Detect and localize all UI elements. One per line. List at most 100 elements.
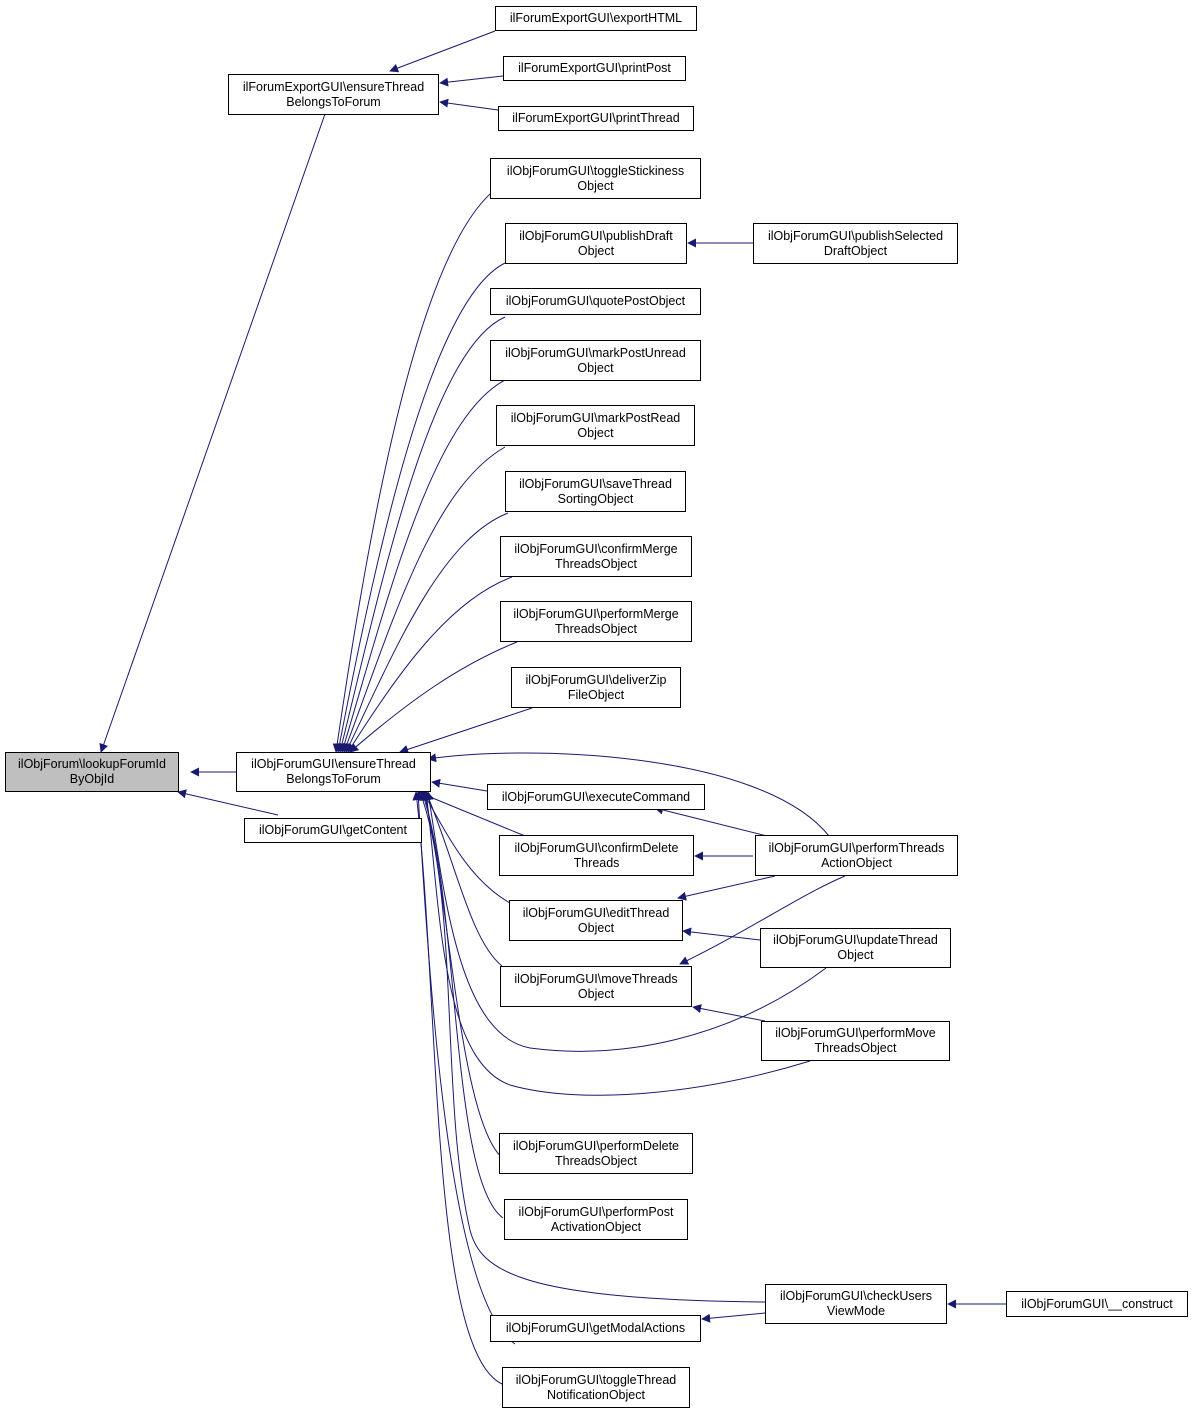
node-publishDraft-line-2: Object [577, 243, 615, 258]
node-construct-line-1: ilObjForumGUI\__construct [1021, 1296, 1173, 1311]
edge-performThreads-execCmd [654, 805, 768, 837]
node-editThread-line-2: Object [577, 920, 615, 935]
edge-performThreads-moveThreads [679, 875, 846, 965]
edge-markUnread-of_ensure [340, 379, 506, 753]
edge-confirmDelete-of_ensure [417, 790, 526, 837]
node-quotePost[interactable]: ilObjForumGUI\quotePostObject [490, 288, 701, 315]
node-markUnread-line-1: ilObjForumGUI\markPostUnread [505, 345, 686, 360]
node-execCmd[interactable]: ilObjForumGUI\executeCommand [487, 784, 705, 810]
edge-fe_html-fe_ensure [389, 30, 496, 73]
node-performPost-line-1: ilObjForumGUI\performPost [518, 1204, 674, 1219]
node-lookup-line-1: ilObjForum\lookupForumId [18, 757, 166, 771]
edge-execCmd-of_ensure [431, 778, 488, 792]
edge-fe_ensure-lookup [99, 113, 326, 753]
edge-fe_post-fe_ensure [439, 75, 504, 87]
node-execCmd-line-1: ilObjForumGUI\executeCommand [501, 789, 691, 804]
edge-performMerge-of_ensure [349, 641, 518, 753]
node-fe_thread[interactable]: ilForumExportGUI\printThread [498, 106, 694, 131]
node-moveThreads-line-1: ilObjForumGUI\moveThreads [514, 971, 678, 986]
node-performDelete-line-1: ilObjForumGUI\performDelete [512, 1138, 679, 1153]
node-performDelete-line-2: ThreadsObject [555, 1153, 637, 1168]
edge-getContent-lookup [177, 789, 279, 816]
node-performMerge-line-1: ilObjForumGUI\performMerge [513, 606, 679, 621]
node-lookup-line-2: ByObjId [69, 772, 115, 786]
node-fe_ensure-line-1: ilForumExportGUI\ensureThread [242, 79, 425, 94]
node-fe_post-line-1: ilForumExportGUI\printPost [518, 61, 671, 75]
node-of_ensure-line-2: BelongsToForum [286, 772, 381, 786]
node-performPost-line-2: ActivationObject [550, 1219, 642, 1234]
node-markRead-line-2: Object [577, 425, 614, 440]
edge-toggleNotif-of_ensure [412, 791, 503, 1385]
edge-updateThread-editThread [682, 927, 761, 941]
edge-updateThread-of_ensure [424, 791, 827, 1052]
edge-fe_thread-fe_ensure [439, 98, 499, 111]
node-fe_ensure-line-2: BelongsToForum [286, 94, 381, 109]
node-getContent[interactable]: ilObjForumGUI\getContent [244, 818, 422, 843]
edge-performMove-moveThreads [692, 1004, 766, 1022]
edge-checkUsers-modalActions [701, 1312, 766, 1323]
edge-publishDraft-of_ensure [335, 262, 506, 753]
node-publishDraft-line-1: ilObjForumGUI\publishDraft [519, 228, 673, 243]
node-toggleSticky-line-2: Object [577, 178, 614, 193]
node-publishSel-line-2: DraftObject [823, 243, 888, 258]
edge-markRead-of_ensure [342, 446, 506, 753]
node-checkUsers-line-2: ViewMode [826, 1304, 886, 1318]
node-getContent-line-1: ilObjForumGUI\getContent [259, 823, 407, 837]
edge-performThreads-editThread [677, 875, 776, 901]
node-publishSel-line-1: ilObjForumGUI\publishSelected [767, 228, 944, 243]
node-updateThread-line-1: ilObjForumGUI\updateThread [773, 933, 938, 947]
edge-deliverZip-of_ensure [399, 707, 533, 754]
node-quotePost-line-1: ilObjForumGUI\quotePostObject [505, 294, 686, 308]
node-fe_thread-line-1: ilForumExportGUI\printThread [512, 111, 680, 125]
node-checkUsers-line-1: ilObjForumGUI\checkUsers [779, 1289, 933, 1303]
node-confirmMerge-line-1: ilObjForumGUI\confirmMerge [514, 541, 678, 556]
node-fe_html-line-1: ilForumExportGUI\exportHTML [509, 11, 683, 25]
edge-confirmMerge-of_ensure [347, 576, 513, 753]
node-confirmDelete-line-2: Threads [573, 855, 620, 870]
node-deliverZip-line-1: ilObjForumGUI\deliverZip [525, 672, 667, 687]
node-performMove-line-2: ThreadsObject [814, 1041, 897, 1055]
node-markUnread-line-2: Object [577, 360, 614, 375]
edge-quotePost-of_ensure [337, 316, 506, 753]
node-deliverZip-line-2: FileObject [567, 687, 625, 702]
node-construct[interactable]: ilObjForumGUI\__construct [1006, 1291, 1188, 1317]
edge-performThreads-of_ensure [427, 752, 830, 837]
node-performThreads-line-2: ActionObject [821, 855, 892, 870]
node-performThreads-line-1: ilObjForumGUI\performThreads [768, 840, 945, 855]
edge-checkUsers-of_ensure [418, 791, 766, 1303]
node-markRead-line-1: ilObjForumGUI\markPostRead [510, 410, 681, 425]
edge-saveSorting-of_ensure [345, 512, 509, 753]
node-fe_html[interactable]: ilForumExportGUI\exportHTML [495, 6, 697, 31]
edge-performPost-of_ensure [420, 791, 504, 1219]
node-fe_post[interactable]: ilForumExportGUI\printPost [503, 56, 686, 81]
edge-performMove-of_ensure [422, 791, 811, 1096]
node-toggleSticky-line-1: ilObjForumGUI\toggleStickiness [506, 163, 685, 178]
node-of_ensure-line-1: ilObjForumGUI\ensureThread [251, 757, 416, 771]
edge-moveThreads-of_ensure [425, 791, 503, 967]
node-modalActions[interactable]: ilObjForumGUI\getModalActions [490, 1315, 701, 1342]
node-performMove-line-1: ilObjForumGUI\performMove [775, 1026, 936, 1040]
